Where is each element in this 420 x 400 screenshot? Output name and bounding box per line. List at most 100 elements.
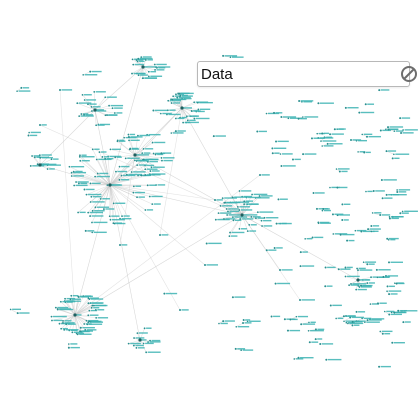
graph-node[interactable] (341, 203, 344, 206)
graph-node[interactable] (170, 132, 173, 134)
graph-node[interactable] (132, 344, 135, 347)
graph-node[interactable] (238, 209, 241, 211)
graph-node[interactable] (160, 152, 163, 155)
graph-node[interactable] (371, 212, 374, 214)
graph-node[interactable] (388, 293, 391, 296)
graph-node[interactable] (172, 95, 175, 98)
graph-node[interactable] (300, 323, 303, 326)
graph-node[interactable] (16, 90, 18, 92)
graph-node[interactable] (367, 228, 370, 231)
graph-node[interactable] (351, 324, 354, 327)
graph-node[interactable] (275, 140, 278, 143)
graph-node[interactable] (212, 135, 215, 138)
graph-node[interactable] (90, 195, 93, 198)
graph-node[interactable] (152, 109, 155, 112)
graph-node[interactable] (240, 213, 244, 217)
graph-node[interactable] (153, 63, 156, 66)
graph-node[interactable] (59, 300, 62, 303)
graph-node[interactable] (312, 192, 315, 195)
graph-node[interactable] (73, 313, 77, 317)
graph-node[interactable] (358, 111, 361, 114)
graph-node[interactable] (242, 321, 245, 324)
graph-node[interactable] (317, 221, 320, 224)
graph-node[interactable] (87, 314, 90, 317)
graph-node[interactable] (79, 330, 82, 332)
graph-node[interactable] (186, 119, 189, 122)
graph-node[interactable] (402, 321, 405, 324)
graph-node[interactable] (68, 165, 71, 168)
graph-node[interactable] (337, 268, 340, 271)
graph-node[interactable] (58, 322, 61, 325)
graph-node[interactable] (246, 230, 249, 233)
graph-node[interactable] (259, 174, 261, 176)
graph-node[interactable] (370, 230, 373, 233)
graph-node[interactable] (229, 231, 231, 234)
graph-node[interactable] (372, 190, 375, 193)
graph-node[interactable] (291, 158, 294, 161)
graph-node[interactable] (77, 296, 80, 298)
graph-node[interactable] (299, 251, 302, 254)
graph-node[interactable] (310, 137, 313, 140)
graph-node[interactable] (365, 135, 368, 138)
graph-node[interactable] (95, 158, 98, 161)
graph-node[interactable] (348, 284, 351, 287)
graph-node[interactable] (243, 203, 246, 206)
graph-node[interactable] (87, 211, 90, 214)
graph-node[interactable] (128, 148, 131, 151)
graph-node[interactable] (324, 285, 327, 288)
graph-node[interactable] (387, 238, 390, 241)
graph-node[interactable] (166, 109, 169, 112)
clear-search-button[interactable] (400, 62, 418, 86)
graph-node[interactable] (263, 216, 266, 219)
graph-node[interactable] (50, 315, 53, 318)
graph-node[interactable] (302, 116, 304, 118)
graph-node[interactable] (386, 290, 388, 292)
graph-node[interactable] (324, 266, 327, 269)
graph-node[interactable] (190, 110, 193, 112)
graph-node[interactable] (133, 153, 137, 157)
graph-node[interactable] (152, 152, 155, 155)
graph-node[interactable] (77, 182, 80, 185)
graph-node[interactable] (127, 136, 130, 139)
graph-node[interactable] (271, 147, 274, 150)
graph-node[interactable] (217, 212, 220, 215)
graph-node[interactable] (136, 60, 139, 63)
graph-node[interactable] (63, 328, 66, 331)
graph-node[interactable] (322, 208, 325, 211)
graph-node[interactable] (399, 117, 402, 120)
graph-node[interactable] (274, 282, 277, 285)
graph-node[interactable] (347, 322, 349, 325)
graph-node[interactable] (83, 99, 86, 101)
graph-node[interactable] (315, 207, 318, 210)
graph-node[interactable] (141, 77, 144, 80)
graph-node[interactable] (280, 116, 283, 119)
graph-node[interactable] (231, 216, 234, 219)
graph-node[interactable] (366, 282, 369, 284)
graph-node[interactable] (261, 225, 263, 227)
graph-node[interactable] (64, 297, 66, 300)
graph-node[interactable] (104, 96, 107, 99)
graph-node[interactable] (270, 315, 273, 318)
graph-node[interactable] (115, 170, 117, 173)
graph-node[interactable] (90, 306, 93, 309)
graph-node[interactable] (125, 173, 128, 176)
graph-node[interactable] (120, 174, 123, 177)
graph-node[interactable] (360, 230, 363, 233)
graph-node[interactable] (56, 308, 59, 311)
graph-node[interactable] (116, 140, 119, 143)
graph-node[interactable] (307, 329, 310, 332)
graph-node[interactable] (393, 153, 395, 156)
graph-node[interactable] (388, 216, 391, 218)
graph-node[interactable] (214, 218, 217, 221)
graph-node[interactable] (393, 130, 396, 132)
graph-node[interactable] (279, 269, 281, 271)
graph-node[interactable] (75, 181, 77, 183)
graph-node[interactable] (380, 178, 383, 181)
graph-node[interactable] (226, 214, 229, 216)
graph-node[interactable] (33, 156, 36, 159)
graph-node[interactable] (91, 221, 93, 224)
graph-node[interactable] (178, 92, 181, 95)
graph-node[interactable] (131, 72, 133, 75)
graph-node[interactable] (344, 266, 347, 269)
graph-node[interactable] (379, 129, 382, 132)
